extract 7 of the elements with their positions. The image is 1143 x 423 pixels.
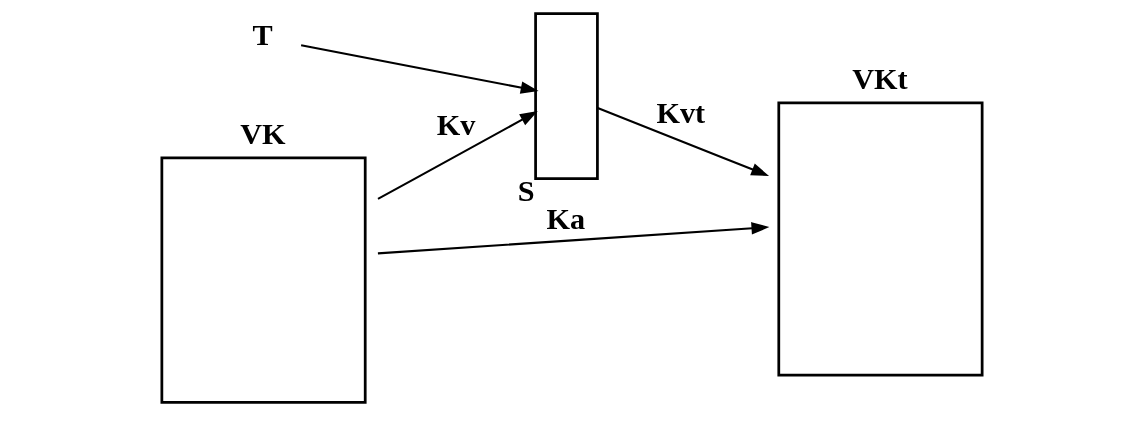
edge-label: Kv [436,108,475,143]
edge-label: Kvt [656,96,705,131]
node-label: VK [239,116,286,151]
node-text: T [252,17,273,52]
edge-label: Ka [546,201,585,236]
node-label: VKt [851,61,908,96]
node-label: S [517,174,535,209]
